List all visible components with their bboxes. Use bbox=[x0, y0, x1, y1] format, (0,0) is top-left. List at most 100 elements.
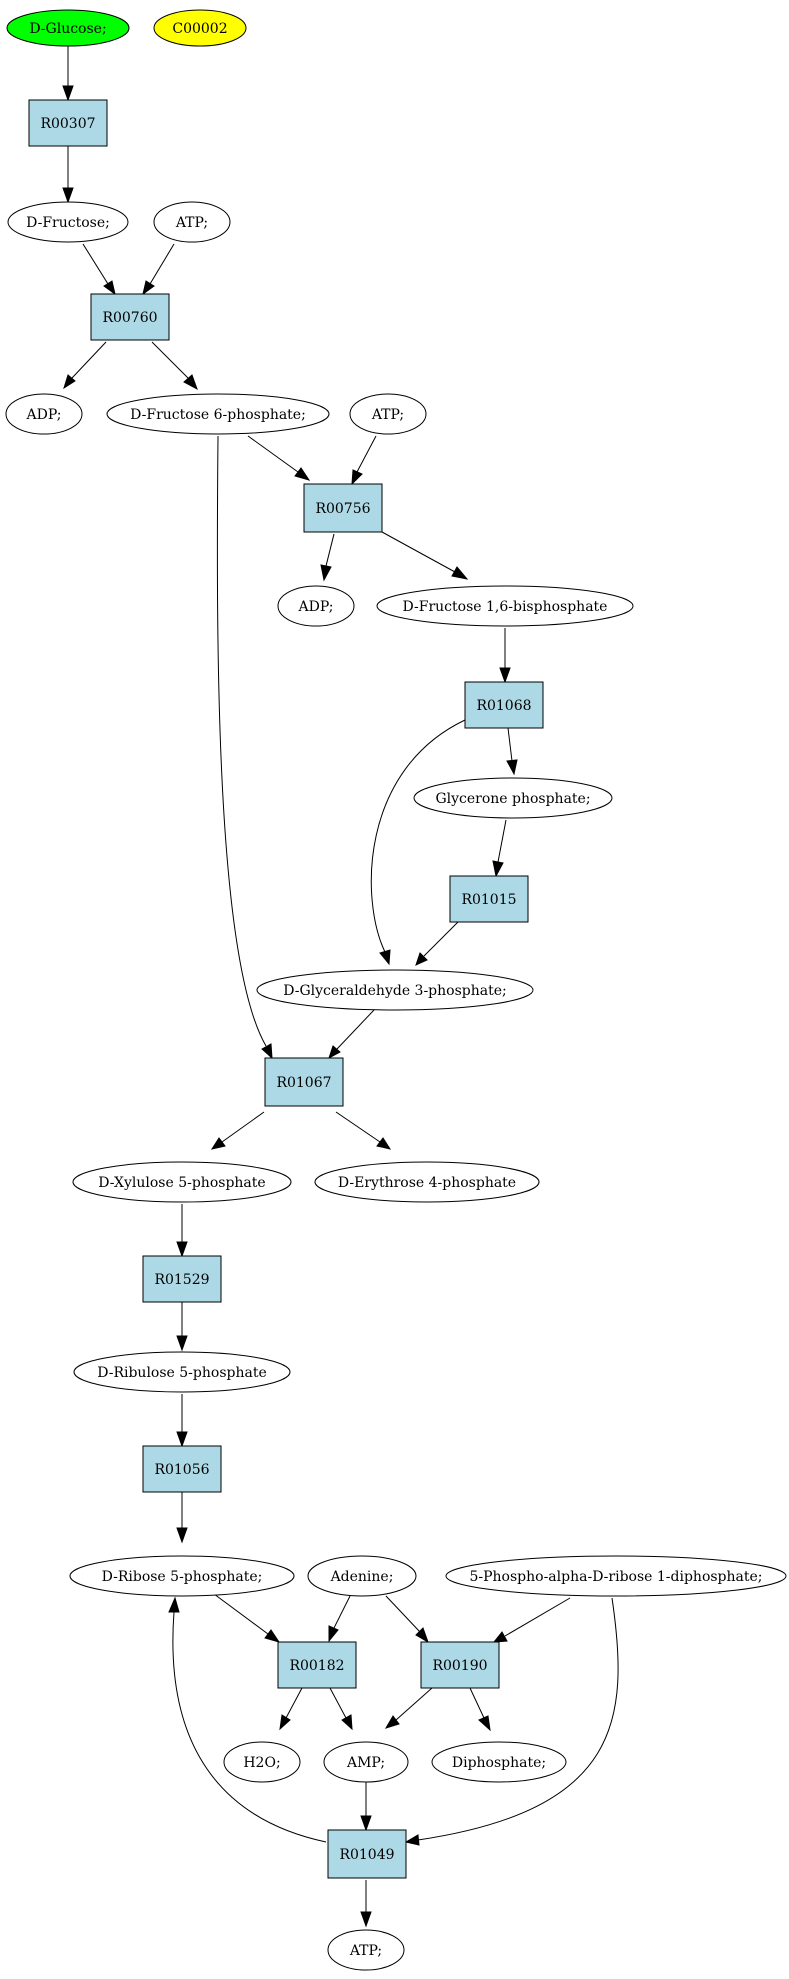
node-label: C00002 bbox=[172, 21, 227, 37]
compound-node-atp-3[interactable]: ATP; bbox=[327, 1929, 405, 1971]
node-shape bbox=[5, 393, 83, 435]
node-shape bbox=[420, 1641, 500, 1689]
edge-dhap-r01015 bbox=[497, 819, 507, 863]
edge-fructose-r00760 bbox=[82, 243, 109, 285]
reaction-node-r01068[interactable]: R01068 bbox=[464, 681, 544, 729]
node-shape bbox=[106, 393, 330, 435]
edge-r00760-adp1 bbox=[71, 341, 107, 379]
compound-node-ru5p[interactable]: D-Ribulose 5-phosphate bbox=[73, 1351, 291, 1393]
node-shape bbox=[90, 293, 170, 341]
compound-node-h2o[interactable]: H2O; bbox=[223, 1741, 301, 1783]
node-label: D-Fructose 1,6-bisphosphate bbox=[403, 599, 608, 615]
arrow-fructose-r00760 bbox=[103, 280, 116, 296]
node-label: ADP; bbox=[298, 599, 334, 615]
compound-node-atp-2[interactable]: ATP; bbox=[349, 393, 427, 435]
node-shape bbox=[264, 1057, 344, 1107]
arrow-r00756-fbp bbox=[451, 566, 469, 580]
compound-nodes: D-Glucose; C00002 D-Fructose; ATP; ADP; … bbox=[5, 9, 787, 1971]
node-label: R00190 bbox=[432, 1658, 487, 1674]
node-label: R00307 bbox=[40, 116, 95, 132]
node-shape bbox=[303, 483, 383, 533]
compound-node-g3p[interactable]: D-Glyceraldehyde 3-phosphate; bbox=[256, 969, 534, 1011]
compound-node-d-glucose[interactable]: D-Glucose; bbox=[6, 9, 130, 47]
edge-atp2-r00756 bbox=[356, 435, 377, 473]
node-label: R00760 bbox=[102, 310, 157, 326]
node-shape bbox=[413, 777, 613, 819]
arrow-adenine-r00182 bbox=[328, 1625, 339, 1643]
compound-node-adp-2[interactable]: ADP; bbox=[277, 585, 355, 627]
reaction-node-r00307[interactable]: R00307 bbox=[28, 99, 108, 147]
node-shape bbox=[142, 1255, 222, 1303]
node-label: ATP; bbox=[349, 1943, 382, 1959]
arrow-r00756-adp2 bbox=[320, 564, 332, 582]
compound-node-adp-1[interactable]: ADP; bbox=[5, 393, 83, 435]
arrow-prpp-r01049 bbox=[404, 1834, 420, 1846]
node-label: R01067 bbox=[276, 1075, 331, 1091]
node-label: D-Fructose 6-phosphate; bbox=[130, 407, 306, 423]
reaction-node-r00182[interactable]: R00182 bbox=[277, 1641, 357, 1689]
node-label: D-Xylulose 5-phosphate bbox=[98, 1175, 265, 1191]
reaction-node-r01067[interactable]: R01067 bbox=[264, 1057, 344, 1107]
reaction-node-r01049[interactable]: R01049 bbox=[327, 1829, 407, 1879]
compound-node-prpp[interactable]: 5-Phospho-alpha-D-ribose 1-diphosphate; bbox=[445, 1555, 787, 1597]
node-label: AMP; bbox=[346, 1755, 385, 1771]
edge-r01067-e4p bbox=[335, 1111, 381, 1143]
node-shape bbox=[449, 875, 529, 923]
arrow-f6p-r01067 bbox=[261, 1043, 273, 1060]
edge-r5p-r00182 bbox=[213, 1593, 269, 1635]
node-shape bbox=[7, 201, 129, 243]
edge-f6p-r01067 bbox=[216, 435, 267, 1047]
arrow-r01049-r5p bbox=[168, 1596, 180, 1613]
arrow-r01015-g3p bbox=[415, 952, 428, 966]
node-shape bbox=[223, 1741, 301, 1783]
compound-node-fbp[interactable]: D-Fructose 1,6-bisphosphate bbox=[376, 585, 634, 627]
node-label: ATP; bbox=[371, 407, 404, 423]
arrow-g3p-r01067 bbox=[328, 1045, 341, 1060]
compound-node-diphosphate[interactable]: Diphosphate; bbox=[431, 1741, 567, 1783]
arrow-f6p-r00756 bbox=[294, 467, 311, 481]
reaction-node-r00190[interactable]: R00190 bbox=[420, 1641, 500, 1689]
compound-node-f6p[interactable]: D-Fructose 6-phosphate; bbox=[106, 393, 330, 435]
compound-node-r5p[interactable]: D-Ribose 5-phosphate; bbox=[69, 1555, 295, 1597]
compound-node-c00002[interactable]: C00002 bbox=[153, 9, 247, 47]
arrow-amp-r01049 bbox=[360, 1815, 372, 1832]
arrow-r01056-r5p bbox=[176, 1527, 188, 1544]
node-label: R01056 bbox=[154, 1462, 209, 1478]
node-label: Adenine; bbox=[330, 1569, 394, 1585]
arrow-xu5p-r01529 bbox=[176, 1241, 188, 1258]
reaction-node-r01056[interactable]: R01056 bbox=[142, 1445, 222, 1493]
node-shape bbox=[277, 585, 355, 627]
node-shape bbox=[72, 1161, 292, 1203]
reaction-node-r01015[interactable]: R01015 bbox=[449, 875, 529, 923]
compound-node-atp-1[interactable]: ATP; bbox=[153, 201, 231, 243]
reaction-node-r00760[interactable]: R00760 bbox=[90, 293, 170, 341]
arrow-r01067-e4p bbox=[376, 1137, 392, 1150]
node-shape bbox=[69, 1555, 295, 1597]
compound-node-adenine[interactable]: Adenine; bbox=[307, 1555, 417, 1597]
node-shape bbox=[28, 99, 108, 147]
edge-r00760-f6p bbox=[151, 341, 189, 379]
node-label: R01049 bbox=[339, 1847, 394, 1863]
compound-node-e4p[interactable]: D-Erythrose 4-phosphate bbox=[314, 1161, 540, 1203]
arrow-ru5p-r01056 bbox=[176, 1431, 188, 1448]
node-shape bbox=[73, 1351, 291, 1393]
edges bbox=[62, 46, 619, 1928]
compound-node-d-fructose[interactable]: D-Fructose; bbox=[7, 201, 129, 243]
compound-node-dhap[interactable]: Glycerone phosphate; bbox=[413, 777, 613, 819]
reaction-node-r01529[interactable]: R01529 bbox=[142, 1255, 222, 1303]
node-shape bbox=[327, 1929, 405, 1971]
arrow-atp2-r00756 bbox=[351, 469, 363, 486]
compound-node-amp[interactable]: AMP; bbox=[323, 1741, 409, 1783]
arrow-r5p-r00182 bbox=[264, 1629, 281, 1643]
arrow-glucose-r00307 bbox=[62, 85, 74, 102]
node-label: D-Erythrose 4-phosphate bbox=[338, 1175, 516, 1191]
arrow-adenine-r00190 bbox=[415, 1627, 429, 1644]
reaction-node-r00756[interactable]: R00756 bbox=[303, 483, 383, 533]
compound-node-xu5p[interactable]: D-Xylulose 5-phosphate bbox=[72, 1161, 292, 1203]
node-shape bbox=[445, 1555, 787, 1597]
arrow-atp1-r00760 bbox=[142, 280, 155, 296]
edge-r01067-xu5p bbox=[221, 1111, 265, 1143]
edge-f6p-r00756 bbox=[247, 435, 299, 473]
reaction-nodes: R00307 R00760 R00756 R01068 R01015 R0106… bbox=[28, 99, 544, 1879]
